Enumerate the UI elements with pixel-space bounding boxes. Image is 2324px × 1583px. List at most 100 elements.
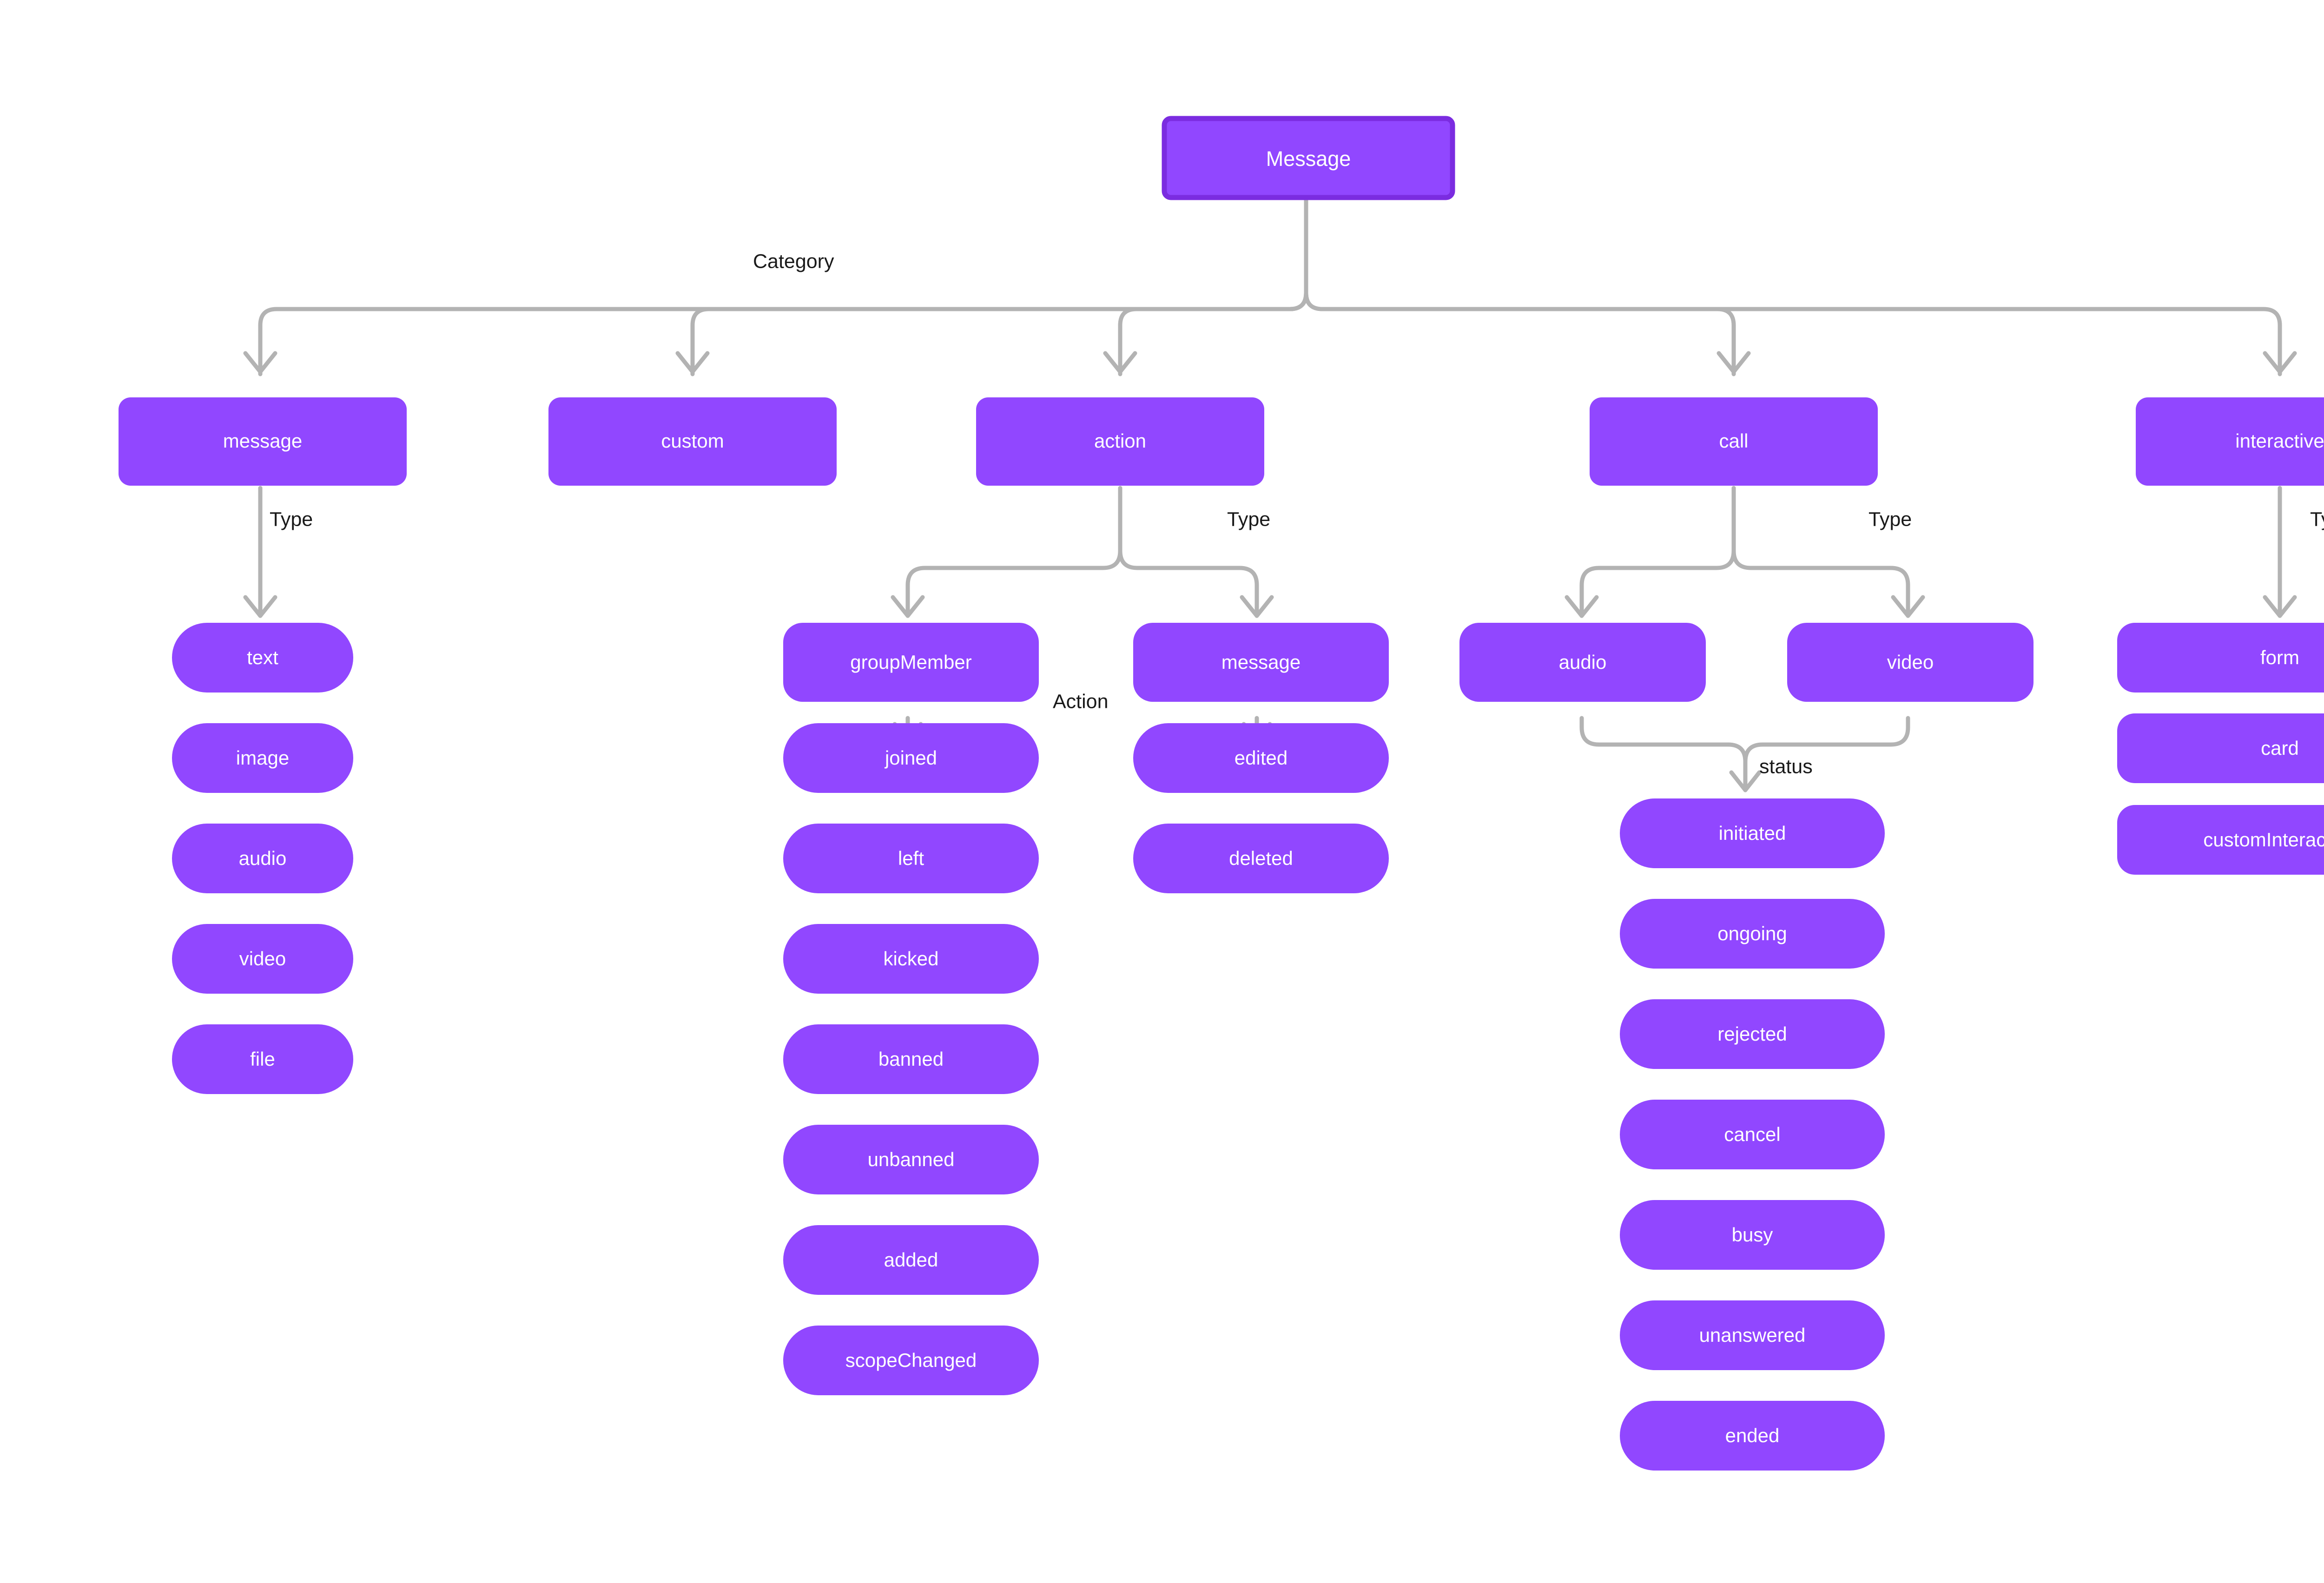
node-message-type-text-shape[interactable] [172,623,353,693]
node-call-status-ended-label: ended [1725,1425,1780,1446]
node-call-status-cancel-shape[interactable] [1620,1100,1885,1169]
node-call-type-video[interactable]: video [1787,623,2034,702]
node-action-type-groupmember[interactable]: groupMember [783,623,1039,702]
node-interactive-type-custominteractive-label: customInteractive [2203,829,2324,851]
edge-audio-to-status [1579,716,1748,792]
node-category-action-shape[interactable] [976,397,1264,486]
node-category-interactive-label: interactive [2235,430,2324,452]
edge-label-type-message: Type [270,508,313,530]
node-call-status-busy[interactable]: busy [1620,1200,1885,1270]
node-groupmember-action-kicked-label: kicked [883,948,938,970]
node-call-status-unanswered-shape[interactable] [1620,1300,1885,1370]
node-groupmember-action-kicked[interactable]: kicked [783,924,1039,994]
node-category-custom-shape[interactable] [548,397,837,486]
arrowhead-message [243,351,277,374]
node-message-action-edited-shape[interactable] [1133,723,1389,793]
node-groupmember-action-kicked-shape[interactable] [783,924,1039,994]
node-action-type-message[interactable]: message [1133,623,1389,702]
node-call-status-initiated-label: initiated [1719,822,1786,844]
node-category-message-shape[interactable] [119,397,407,486]
node-call-type-audio-label: audio [1559,651,1607,673]
node-groupmember-action-scopechanged-shape[interactable] [783,1326,1039,1395]
node-interactive-type-form[interactable]: form [2117,623,2324,693]
node-call-status-unanswered-label: unanswered [1699,1324,1806,1346]
node-groupmember-action-added[interactable]: added [783,1225,1039,1295]
node-groupmember-action-unbanned-label: unbanned [868,1148,955,1170]
node-action-type-groupmember-shape[interactable] [783,623,1039,702]
node-call-status-ongoing[interactable]: ongoing [1620,899,1885,969]
edge-group-call-to-types [1565,486,1925,618]
node-call-type-audio[interactable]: audio [1459,623,1706,702]
node-category-call-label: call [1719,430,1748,452]
arrowhead-text [243,595,277,618]
node-category-interactive[interactable]: interactive [2136,397,2324,486]
node-groupmember-action-unbanned[interactable]: unbanned [783,1125,1039,1194]
node-call-status-ended[interactable]: ended [1620,1401,1885,1471]
node-root-message-shape[interactable] [1162,116,1455,200]
node-call-status-initiated[interactable]: initiated [1620,798,1885,868]
node-message-type-file-shape[interactable] [172,1024,353,1094]
node-category-call-shape[interactable] [1590,397,1878,486]
node-call-status-cancel[interactable]: cancel [1620,1100,1885,1169]
node-call-status-busy-shape[interactable] [1620,1200,1885,1270]
node-call-status-ongoing-shape[interactable] [1620,899,1885,969]
edge-action-to-message [1118,548,1259,618]
node-action-type-message-shape[interactable] [1133,623,1389,702]
node-call-status-initiated-shape[interactable] [1620,798,1885,868]
node-interactive-type-card[interactable]: card [2117,713,2324,783]
node-call-status-unanswered[interactable]: unanswered [1620,1300,1885,1370]
node-interactive-type-custominteractive-shape[interactable] [2117,805,2324,875]
node-groupmember-action-left-label: left [898,847,924,869]
node-message-action-deleted-shape[interactable] [1133,824,1389,893]
edge-video-to-status [1743,716,1910,792]
arrowhead-action-message [1240,595,1274,618]
node-call-status-rejected-shape[interactable] [1620,999,1885,1069]
node-message-action-deleted[interactable]: deleted [1133,824,1389,893]
node-category-interactive-shape[interactable] [2136,397,2324,486]
node-groupmember-action-joined[interactable]: joined [783,723,1039,793]
node-category-call[interactable]: call [1590,397,1878,486]
node-groupmember-action-scopechanged[interactable]: scopeChanged [783,1326,1039,1395]
node-call-status-rejected-label: rejected [1717,1023,1787,1045]
arrowhead-action [1103,351,1137,374]
edge-call-to-video [1731,548,1910,618]
node-message-type-video-shape[interactable] [172,924,353,994]
node-call-type-audio-shape[interactable] [1459,623,1706,702]
node-interactive-type-form-shape[interactable] [2117,623,2324,693]
node-groupmember-action-banned-shape[interactable] [783,1024,1039,1094]
node-root-message[interactable]: Message [1162,116,1455,200]
node-category-message[interactable]: message [119,397,407,486]
node-interactive-type-card-shape[interactable] [2117,713,2324,783]
node-groupmember-action-left[interactable]: left [783,824,1039,893]
node-message-type-audio[interactable]: audio [172,824,353,893]
node-call-status-ended-shape[interactable] [1620,1401,1885,1471]
node-category-message-label: message [223,430,302,452]
node-message-type-video[interactable]: video [172,924,353,994]
node-groupmember-action-unbanned-shape[interactable] [783,1125,1039,1194]
node-call-type-video-shape[interactable] [1787,623,2034,702]
node-groupmember-action-added-shape[interactable] [783,1225,1039,1295]
edge-label-action: Action [1053,690,1109,712]
node-groupmember-action-left-shape[interactable] [783,824,1039,893]
node-interactive-type-custominteractive[interactable]: customInteractive [2117,805,2324,875]
node-groupmember-action-joined-shape[interactable] [783,723,1039,793]
node-message-type-audio-shape[interactable] [172,824,353,893]
edge-group-message-to-text [243,486,277,618]
arrowhead-call-video [1891,595,1925,618]
node-message-type-file[interactable]: file [172,1024,353,1094]
node-category-action[interactable]: action [976,397,1264,486]
node-root-message-label: Message [1266,147,1351,171]
node-call-status-rejected[interactable]: rejected [1620,999,1885,1069]
node-category-custom[interactable]: custom [548,397,837,486]
node-interactive-type-card-label: card [2261,737,2299,759]
node-message-type-text[interactable]: text [172,623,353,693]
edge-group-action-to-types [891,486,1274,618]
node-message-type-image[interactable]: image [172,723,353,793]
edge-label-call-status: status [1759,755,1813,778]
edge-label-type-call: Type [1868,508,1912,530]
node-message-type-image-shape[interactable] [172,723,353,793]
arrowhead-custom [675,351,710,374]
node-message-action-edited[interactable]: edited [1133,723,1389,793]
node-groupmember-action-banned[interactable]: banned [783,1024,1039,1094]
